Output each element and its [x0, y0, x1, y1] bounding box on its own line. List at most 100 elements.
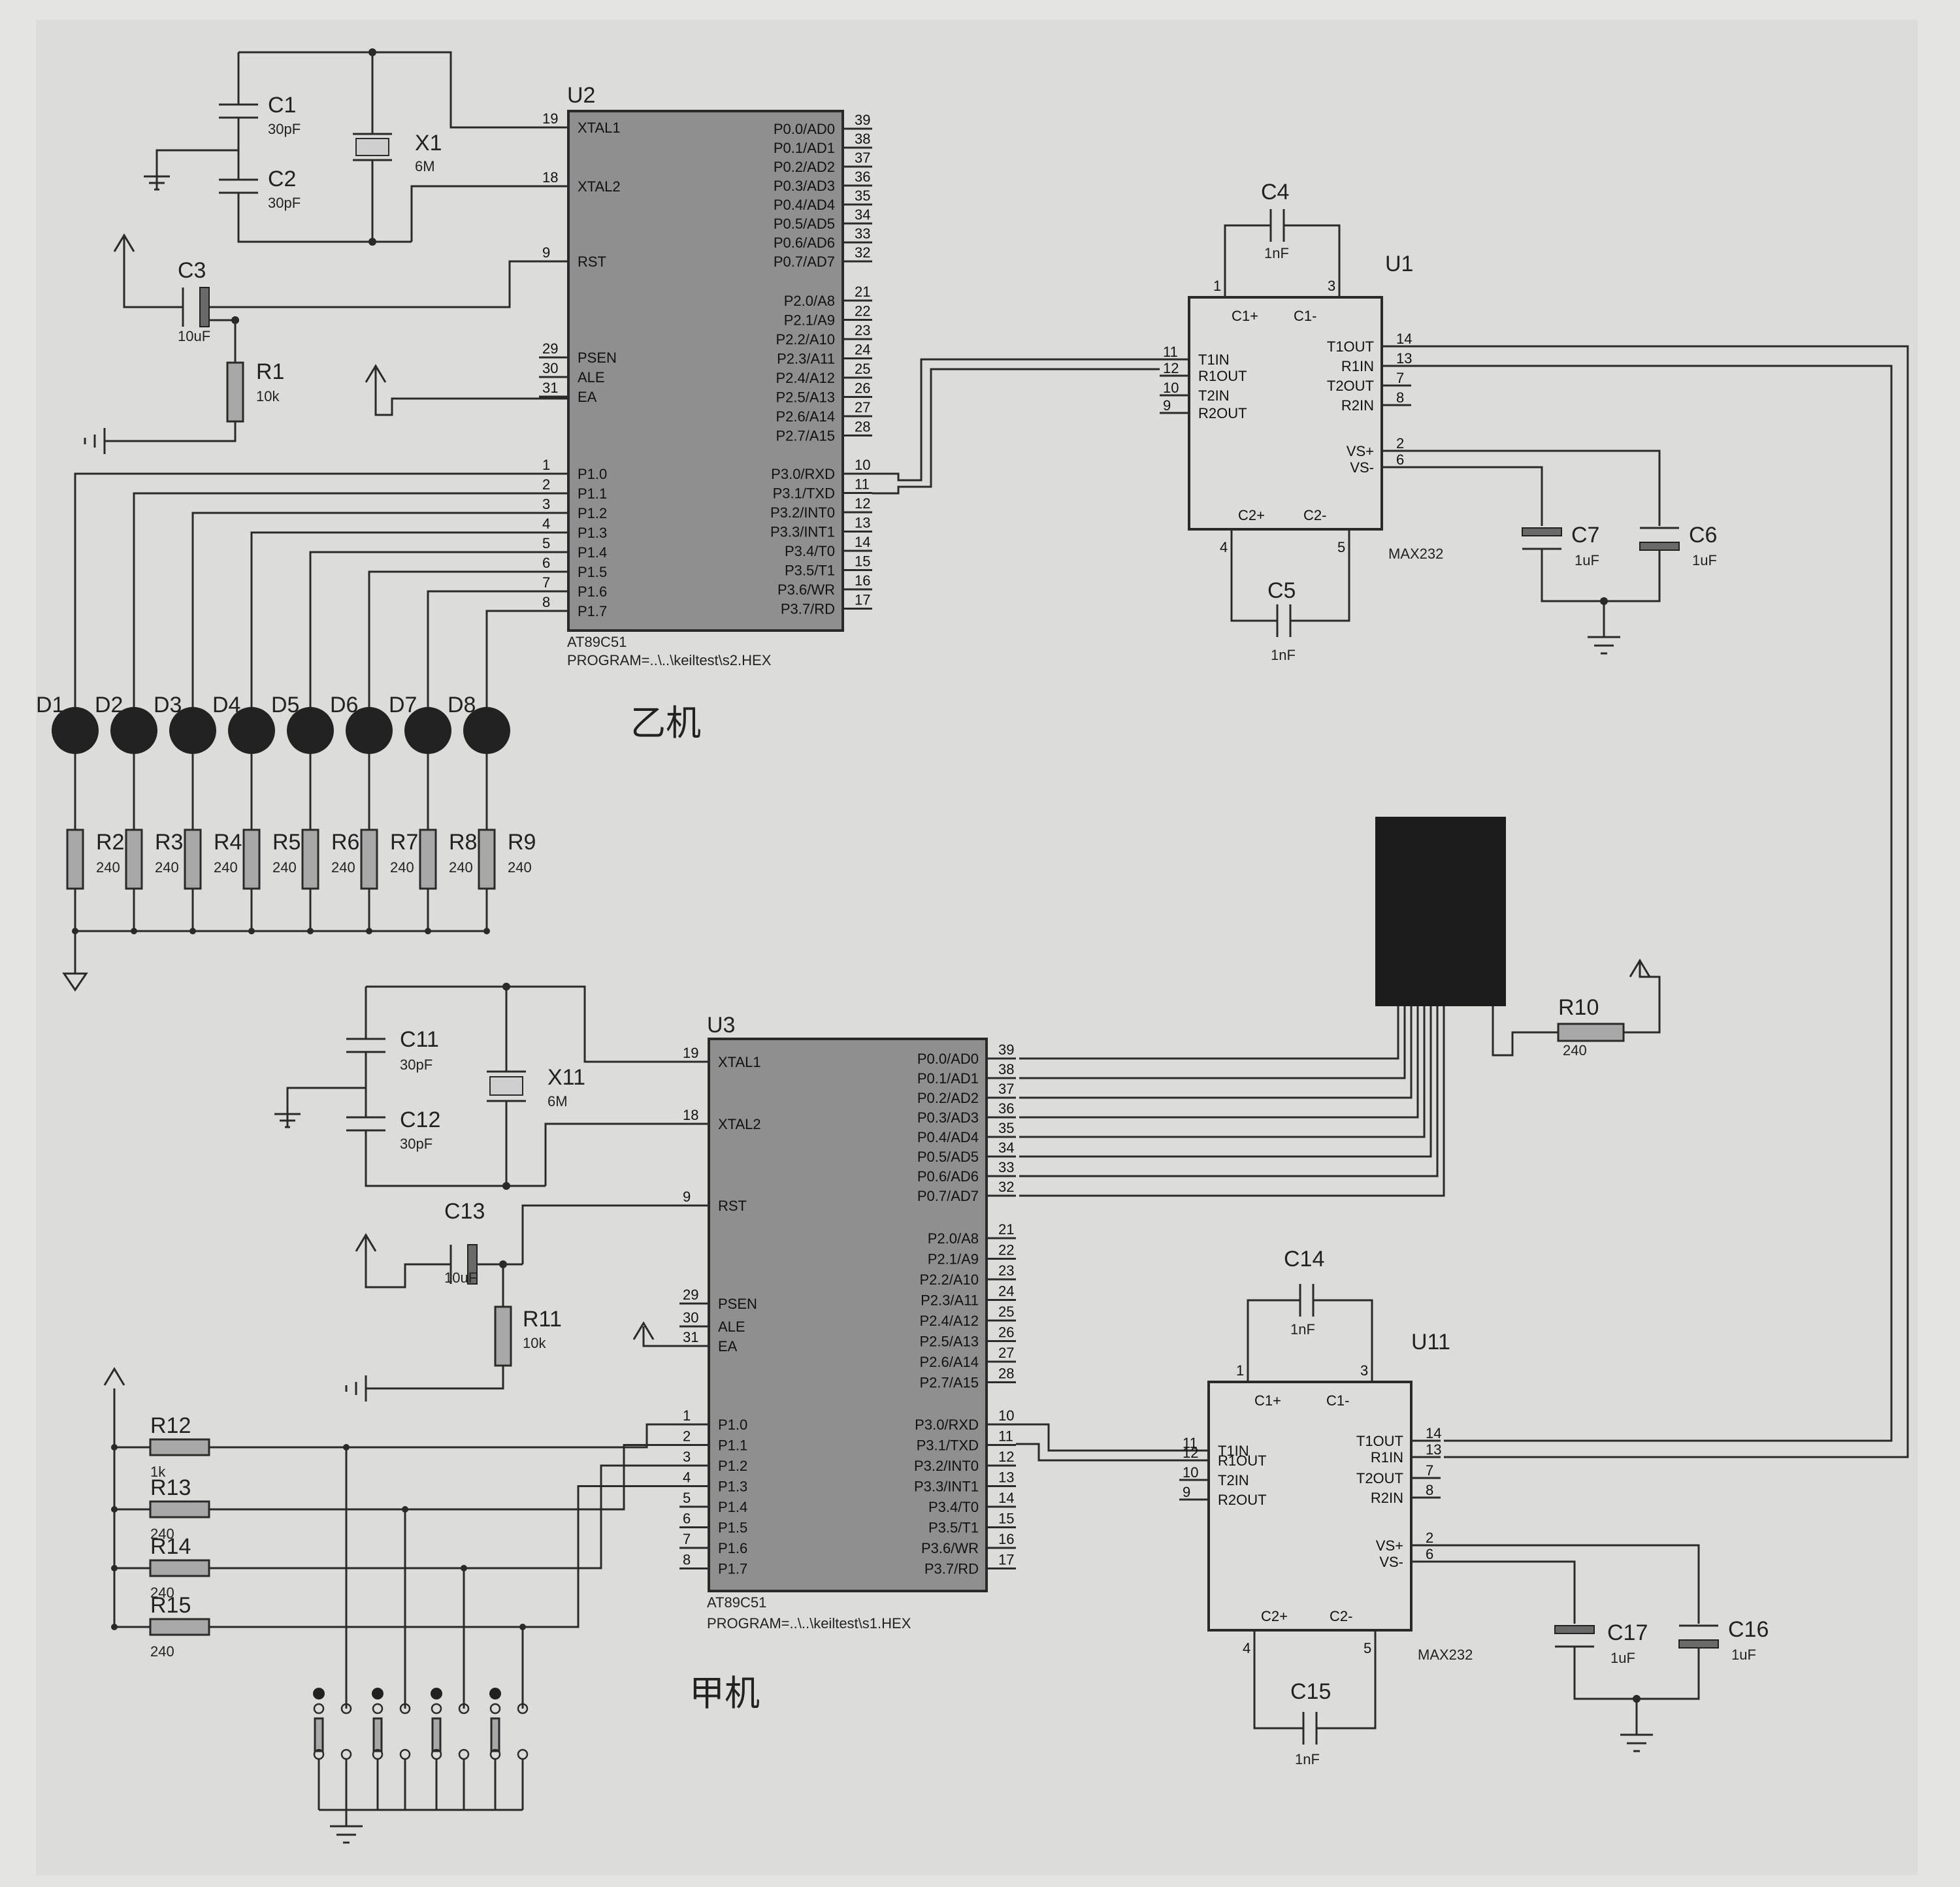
u1-pin-label: VS+ [1347, 443, 1374, 459]
key-resistor [149, 1500, 210, 1518]
push-button [372, 1717, 383, 1752]
u11-pin-label: C2+ [1261, 1608, 1288, 1624]
c4-ref: C4 [1261, 180, 1289, 205]
u2-pin-label: P1.3 [578, 525, 607, 541]
u2-pin-number: 33 [855, 225, 870, 242]
u1-pin-number: 4 [1220, 539, 1228, 555]
switch-contact [489, 1703, 501, 1715]
c2-ref: C2 [268, 167, 296, 191]
key-signal-wire [209, 1464, 679, 1569]
u2-ref: U2 [567, 83, 595, 108]
u1-pin-number: 3 [1328, 278, 1335, 294]
resistor-r10 [1557, 1023, 1625, 1042]
capacitor-c13: C13 10uF [444, 1199, 485, 1286]
key-resistor-value: 240 [150, 1526, 174, 1542]
led-resistor-value: 240 [155, 859, 179, 876]
upper-machine-label: 乙机 [630, 702, 701, 744]
u3-pin-label: P1.4 [718, 1499, 747, 1515]
led-label: D2 [95, 693, 123, 717]
crystal-x11: X11 6M [487, 1065, 585, 1109]
u2-pin-number: 39 [855, 112, 870, 128]
r10-value: 240 [1563, 1042, 1587, 1058]
u3-pin-label: P3.6/WR [921, 1540, 979, 1556]
led-resistor-ref: R8 [449, 830, 477, 855]
u2-pin-label: P1.2 [578, 505, 607, 521]
display-module: R10 240 [1019, 817, 1661, 1197]
led-resistor [478, 829, 496, 890]
u2-pin-number: 29 [542, 340, 558, 357]
c12-value: 30pF [400, 1136, 433, 1152]
u2-pin-label: P3.4/T0 [785, 543, 835, 559]
key-signal-wire [209, 1423, 679, 1449]
u2-pin-number: 34 [855, 206, 870, 223]
u2-pin-label: P1.6 [578, 583, 607, 600]
c14-value: 1nF [1290, 1321, 1315, 1337]
c5-value: 1nF [1271, 647, 1296, 663]
r1-ref: R1 [256, 359, 284, 384]
led-wire [485, 610, 539, 709]
c16-value: 1uF [1731, 1647, 1756, 1663]
u3-pin-number: 12 [998, 1449, 1014, 1465]
led-6 [346, 707, 393, 754]
junction [111, 1565, 118, 1571]
key-wire [494, 1759, 524, 1810]
led-resistor-ref: R7 [390, 830, 418, 855]
c13-value: 10uF [444, 1270, 477, 1286]
u3-pin-number: 16 [998, 1531, 1014, 1547]
u11-pin-number: 6 [1426, 1546, 1433, 1562]
u2-pin-label: P0.7/AD7 [774, 254, 835, 270]
x1-value: 6M [415, 158, 435, 174]
u3-pin-label: P1.6 [718, 1540, 747, 1556]
u1-pin-label: T2OUT [1327, 378, 1374, 394]
u2-left-pins: 19XTAL118XTAL29RST29PSEN30ALE31EA1P1.02P… [539, 110, 621, 619]
u2-pin-number: 1 [542, 457, 550, 473]
led-resistor-ref: R5 [272, 830, 301, 855]
upper-reset-circuit: C3 10uF R1 10k [84, 233, 568, 454]
u3-pin-number: 30 [683, 1309, 698, 1326]
u3-pin-number: 19 [683, 1045, 698, 1061]
c17-ref: C17 [1607, 1620, 1648, 1645]
switch-contact [372, 1703, 384, 1715]
key-resistor-value: 240 [150, 1643, 174, 1660]
u3-pin-number: 36 [998, 1100, 1014, 1117]
u3-pin-number: 17 [998, 1552, 1014, 1568]
key-signal-wire [209, 1444, 679, 1511]
c3-ref: C3 [178, 258, 206, 283]
u2-pin-number: 26 [855, 380, 870, 397]
led-resistor [242, 829, 261, 890]
u3-pin-label: P0.3/AD3 [917, 1109, 979, 1126]
u3-pin-number: 22 [998, 1242, 1014, 1258]
u3-pin-label: P0.1/AD1 [917, 1070, 979, 1087]
u3-pin-label: P0.4/AD4 [917, 1129, 979, 1145]
u11-pin-number: 10 [1183, 1464, 1198, 1481]
lower-crystal-circuit: C11 30pF C12 30pF X11 6M [274, 983, 709, 1190]
u11-pin-number: 1 [1236, 1362, 1244, 1379]
u2-pin-label: XTAL2 [578, 178, 621, 195]
u3-pin-label: P2.7/A15 [919, 1375, 979, 1391]
led-5 [287, 707, 334, 754]
led-label: D7 [389, 693, 417, 717]
junction [519, 1624, 526, 1630]
u11-pin-number: 9 [1183, 1484, 1190, 1500]
u3-pin-number: 29 [683, 1287, 698, 1303]
c12-ref: C12 [400, 1108, 440, 1132]
u2-pin-label: P0.3/AD3 [774, 178, 835, 194]
led-wire [74, 472, 539, 709]
u3-pin-label: P0.5/AD5 [917, 1149, 979, 1165]
u11-pin-number: 14 [1426, 1425, 1441, 1441]
u2-pin-number: 10 [855, 457, 870, 473]
u2-pin-number: 38 [855, 131, 870, 147]
u1-pin-label: C2- [1303, 507, 1326, 523]
u3-pin-label: XTAL1 [718, 1054, 761, 1070]
led-resistor-value: 240 [331, 859, 355, 876]
switch-contact [458, 1703, 470, 1715]
u3-pin-label: P1.3 [718, 1479, 747, 1495]
ground-icon [330, 1810, 363, 1844]
u3-pin-number: 5 [683, 1490, 691, 1506]
u2-right-pins: 39P0.0/AD038P0.1/AD137P0.2/AD236P0.3/AD3… [770, 112, 872, 617]
junction [461, 1565, 467, 1571]
key-resistor [149, 1559, 210, 1577]
u2-pin-label: P2.3/A11 [777, 351, 835, 367]
